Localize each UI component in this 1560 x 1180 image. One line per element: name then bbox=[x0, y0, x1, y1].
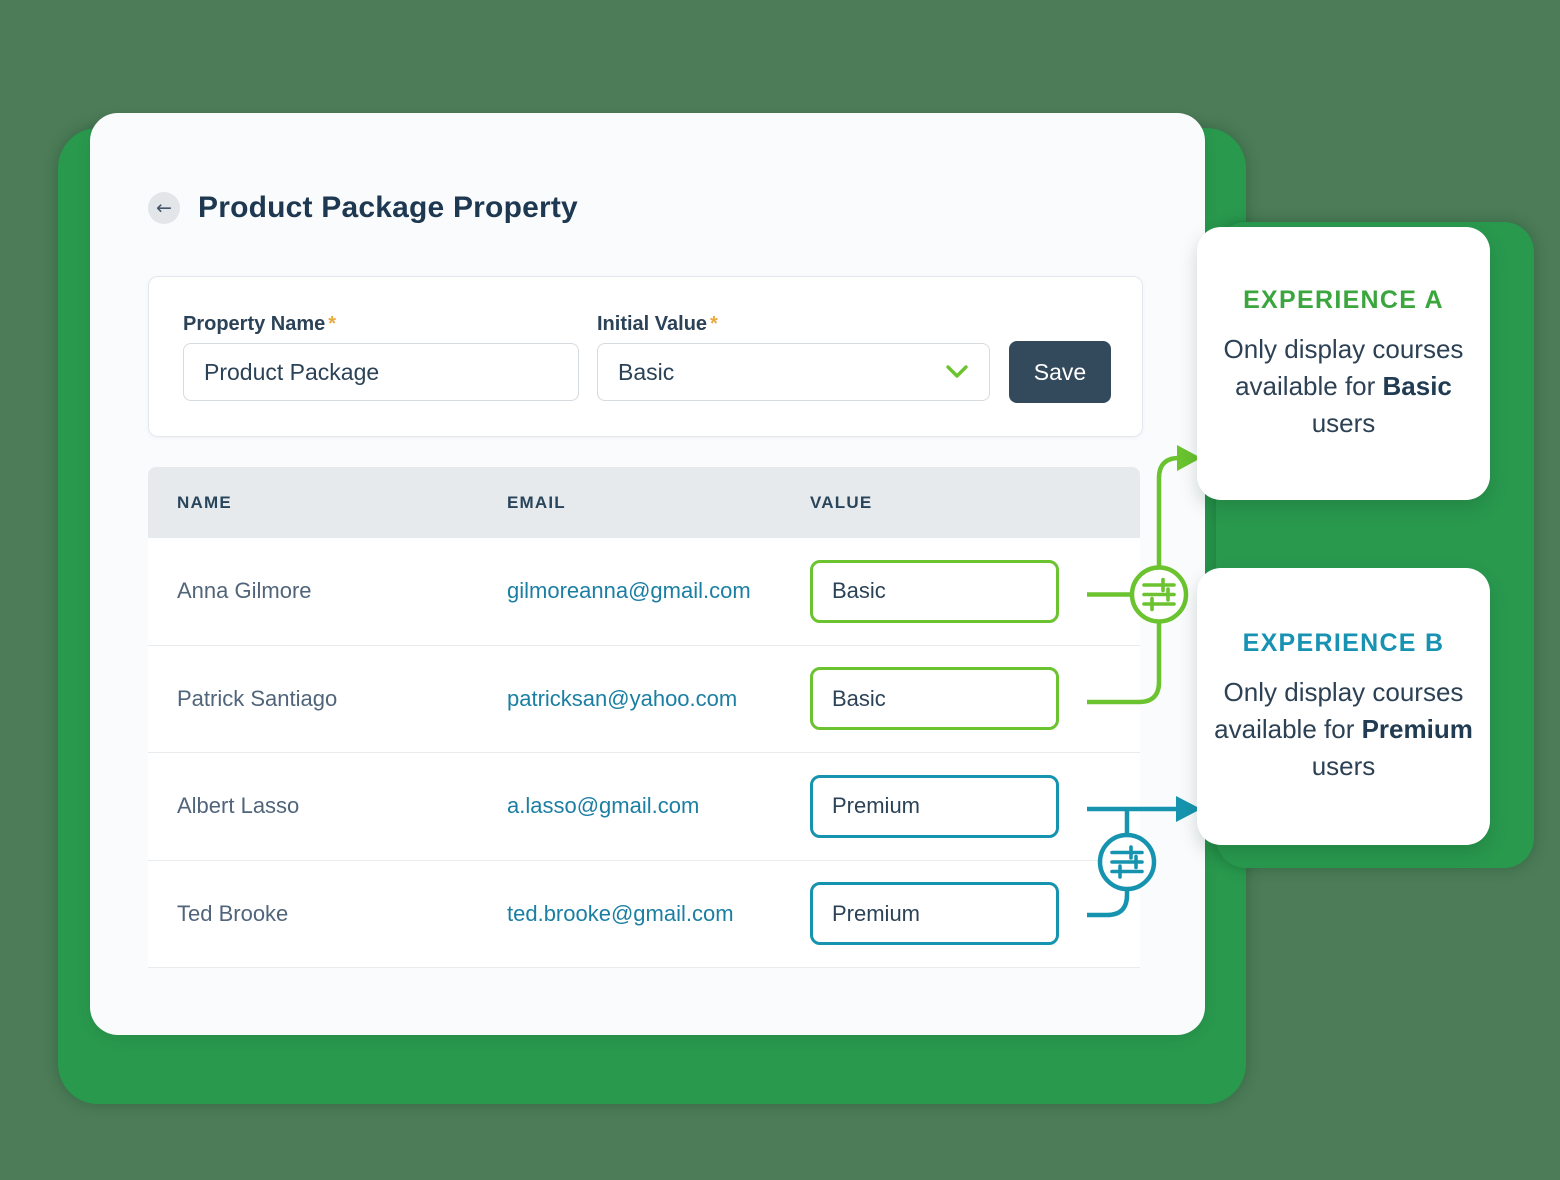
value-box[interactable]: Premium bbox=[810, 774, 1059, 838]
main-card: ← Product Package Property Property Name… bbox=[90, 113, 1205, 1035]
table-row: Ted Brooke ted.brooke@gmail.com Premium bbox=[148, 860, 1140, 968]
required-asterisk: * bbox=[710, 313, 718, 335]
contact-name: Albert Lasso bbox=[177, 793, 300, 819]
save-button[interactable]: Save bbox=[1009, 341, 1111, 403]
contact-email: a.lasso@gmail.com bbox=[507, 793, 700, 819]
highlight-basic: Basic bbox=[1382, 370, 1452, 401]
initial-value-selected: Basic bbox=[618, 358, 675, 385]
page-title: Product Package Property bbox=[198, 191, 578, 224]
experience-b-card: EXPERIENCE B Only display courses availa… bbox=[1197, 568, 1490, 845]
property-form-card: Property Name* Initial Value* Basic Save bbox=[148, 276, 1143, 437]
experience-b-title: EXPERIENCE B bbox=[1242, 628, 1445, 657]
experience-a-card: EXPERIENCE A Only display courses availa… bbox=[1197, 227, 1490, 500]
card-header: ← Product Package Property bbox=[148, 191, 578, 225]
back-button[interactable]: ← bbox=[148, 192, 180, 224]
header-name: NAME bbox=[177, 492, 232, 512]
initial-value-select[interactable]: Basic bbox=[597, 343, 990, 401]
header-value: VALUE bbox=[810, 492, 873, 512]
contact-name: Anna Gilmore bbox=[177, 578, 312, 604]
contact-email: patricksan@yahoo.com bbox=[507, 685, 738, 711]
value-box[interactable]: Basic bbox=[810, 559, 1059, 623]
required-asterisk: * bbox=[328, 313, 337, 335]
table-header-row: NAME EMAIL VALUE bbox=[148, 467, 1140, 538]
contact-name: Ted Brooke bbox=[177, 900, 289, 926]
experience-b-text: Only display courses available for Premi… bbox=[1214, 676, 1473, 781]
property-name-input[interactable] bbox=[183, 343, 579, 401]
table-row: Patrick Santiago patricksan@yahoo.com Ba… bbox=[148, 645, 1140, 753]
initial-value-label: Initial Value* bbox=[597, 313, 718, 335]
header-email: EMAIL bbox=[507, 492, 566, 512]
table-row: Anna Gilmore gilmoreanna@gmail.com Basic bbox=[148, 538, 1140, 646]
contacts-table: NAME EMAIL VALUE Anna Gilmore gilmoreann… bbox=[148, 467, 1140, 968]
property-name-label: Property Name* bbox=[183, 313, 337, 335]
contact-email: gilmoreanna@gmail.com bbox=[507, 578, 751, 604]
back-arrow-icon: ← bbox=[156, 196, 172, 219]
contact-name: Patrick Santiago bbox=[177, 685, 338, 711]
table-row: Albert Lasso a.lasso@gmail.com Premium bbox=[148, 753, 1140, 861]
chevron-down-icon bbox=[946, 365, 968, 378]
highlight-premium: Premium bbox=[1361, 713, 1473, 744]
value-box[interactable]: Basic bbox=[810, 667, 1059, 731]
contact-email: ted.brooke@gmail.com bbox=[507, 900, 734, 926]
experience-a-text: Only display courses available for Basic… bbox=[1223, 333, 1464, 438]
experience-a-title: EXPERIENCE A bbox=[1243, 285, 1444, 314]
value-box[interactable]: Premium bbox=[810, 882, 1059, 946]
